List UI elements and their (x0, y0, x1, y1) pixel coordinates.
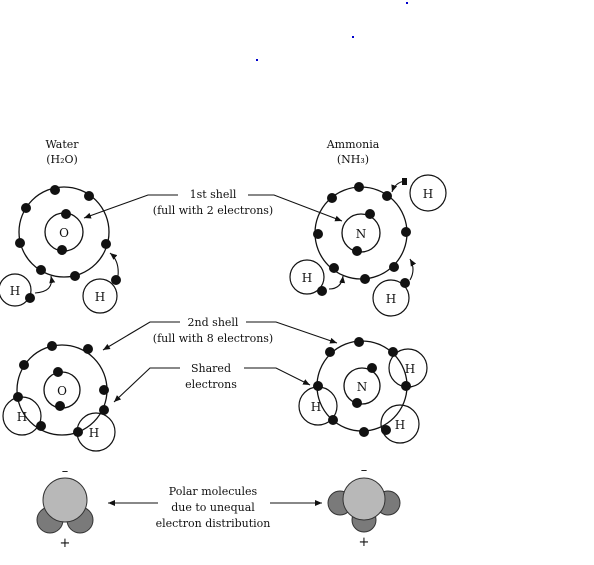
water-title: Water (45, 138, 79, 151)
water-polar-model (36, 477, 94, 534)
svg-text:H: H (423, 187, 433, 201)
ammonia-formula: (NH₃) (337, 153, 369, 166)
svg-text:H: H (395, 418, 405, 432)
svg-text:H: H (95, 290, 105, 304)
ammonia-plus-sign: + (359, 535, 370, 550)
water-plus-sign: + (60, 536, 71, 551)
water-h-left (0, 273, 32, 307)
ammonia-bonded-h-right (380, 404, 420, 444)
svg-text:O: O (57, 384, 67, 398)
nitrogen-label: N (356, 227, 367, 241)
ammonia-atom-separate: N H H H (289, 174, 447, 317)
ammonia-h-right (372, 279, 410, 317)
second-shell-arrow-right (246, 321, 338, 344)
ammonia-molecule-bonded: H H H N (298, 337, 428, 444)
svg-text:H: H (17, 410, 27, 424)
ammonia-h-left (289, 259, 325, 295)
svg-text:H: H (311, 400, 321, 414)
shared-arrow-left (113, 367, 180, 403)
water-h-right (82, 278, 118, 314)
svg-text:N: N (357, 380, 368, 394)
water-minus-sign: – (62, 464, 69, 479)
water-molecule-bonded: H H O (2, 341, 116, 452)
first-shell-label: 1st shell (190, 188, 237, 201)
svg-text:H: H (89, 426, 99, 440)
second-shell-arrow-left (102, 321, 180, 351)
svg-text:H: H (302, 271, 312, 285)
shared-arrow-right (244, 367, 311, 386)
svg-text:H: H (405, 362, 415, 376)
shared-label: Shared (191, 362, 231, 375)
second-shell-sublabel: (full with 8 electrons) (153, 332, 273, 345)
polar-label-line2: due to unequal (171, 501, 255, 514)
polar-label-line1: Polar molecules (169, 485, 258, 498)
shared-sublabel: electrons (185, 378, 237, 391)
oxygen-label: O (59, 226, 69, 240)
polar-label-line3: electron distribution (156, 517, 271, 530)
svg-text:H: H (10, 284, 20, 298)
stray-dots (256, 2, 408, 61)
ammonia-h-top (409, 174, 447, 212)
ammonia-polar-model (327, 477, 401, 533)
first-shell-sublabel: (full with 2 electrons) (153, 204, 273, 217)
first-shell-arrow-left (83, 194, 178, 219)
second-shell-label: 2nd shell (188, 316, 239, 329)
ammonia-title: Ammonia (326, 138, 380, 151)
water-outer-shell (18, 186, 110, 278)
svg-text:H: H (386, 292, 396, 306)
first-shell-arrow-right (248, 194, 343, 222)
water-atom-separate: O H H (0, 185, 121, 314)
ammonia-minus-sign: – (361, 463, 368, 478)
water-formula: (H₂O) (46, 153, 78, 166)
